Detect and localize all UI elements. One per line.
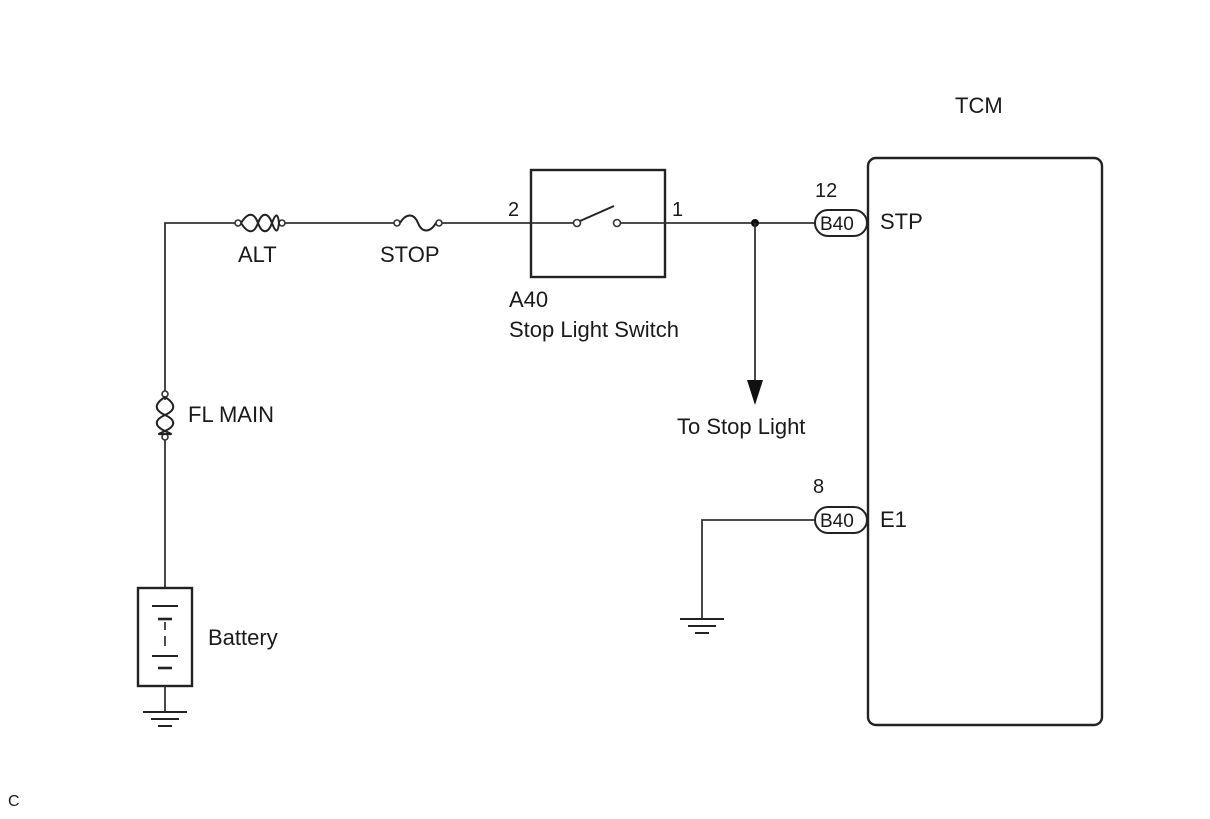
tcm-pin-number: 8 xyxy=(813,476,824,498)
connector-code: B40 xyxy=(820,214,854,235)
ground-icon xyxy=(143,711,187,727)
connector-b40-e1: B40 xyxy=(814,506,868,534)
switch-name: Stop Light Switch xyxy=(509,317,679,342)
switch-pin-1: 1 xyxy=(672,199,683,221)
branch-label: To Stop Light xyxy=(677,414,805,439)
tcm-pin-signal: STP xyxy=(880,209,923,234)
connector-b40-stp: B40 xyxy=(814,209,868,237)
alt-fuse-label: ALT xyxy=(238,242,277,267)
arrow-down-icon xyxy=(747,380,763,405)
battery-label: Battery xyxy=(208,625,278,650)
corner-mark: C xyxy=(8,793,20,810)
stop-fuse-label: STOP xyxy=(380,242,440,267)
tcm-title: TCM xyxy=(955,93,1003,118)
tcm-module: TCM xyxy=(866,93,1104,727)
fl-main-label: FL MAIN xyxy=(188,402,274,427)
switch-pin-2: 2 xyxy=(508,199,519,221)
ground-icon xyxy=(680,618,724,634)
connector-code: B40 xyxy=(820,511,854,532)
stop-fuse-icon xyxy=(393,214,443,232)
wire-left-top xyxy=(164,222,236,400)
fl-main-fuse-icon xyxy=(155,390,175,441)
stop-light-switch xyxy=(529,168,667,279)
tcm-pin-number: 12 xyxy=(815,180,837,202)
wire-e1-ground xyxy=(701,519,815,618)
switch-code: A40 xyxy=(509,287,548,312)
battery-icon xyxy=(136,586,194,688)
alt-fuse-icon xyxy=(234,213,286,233)
tcm-pin-signal: E1 xyxy=(880,507,907,532)
